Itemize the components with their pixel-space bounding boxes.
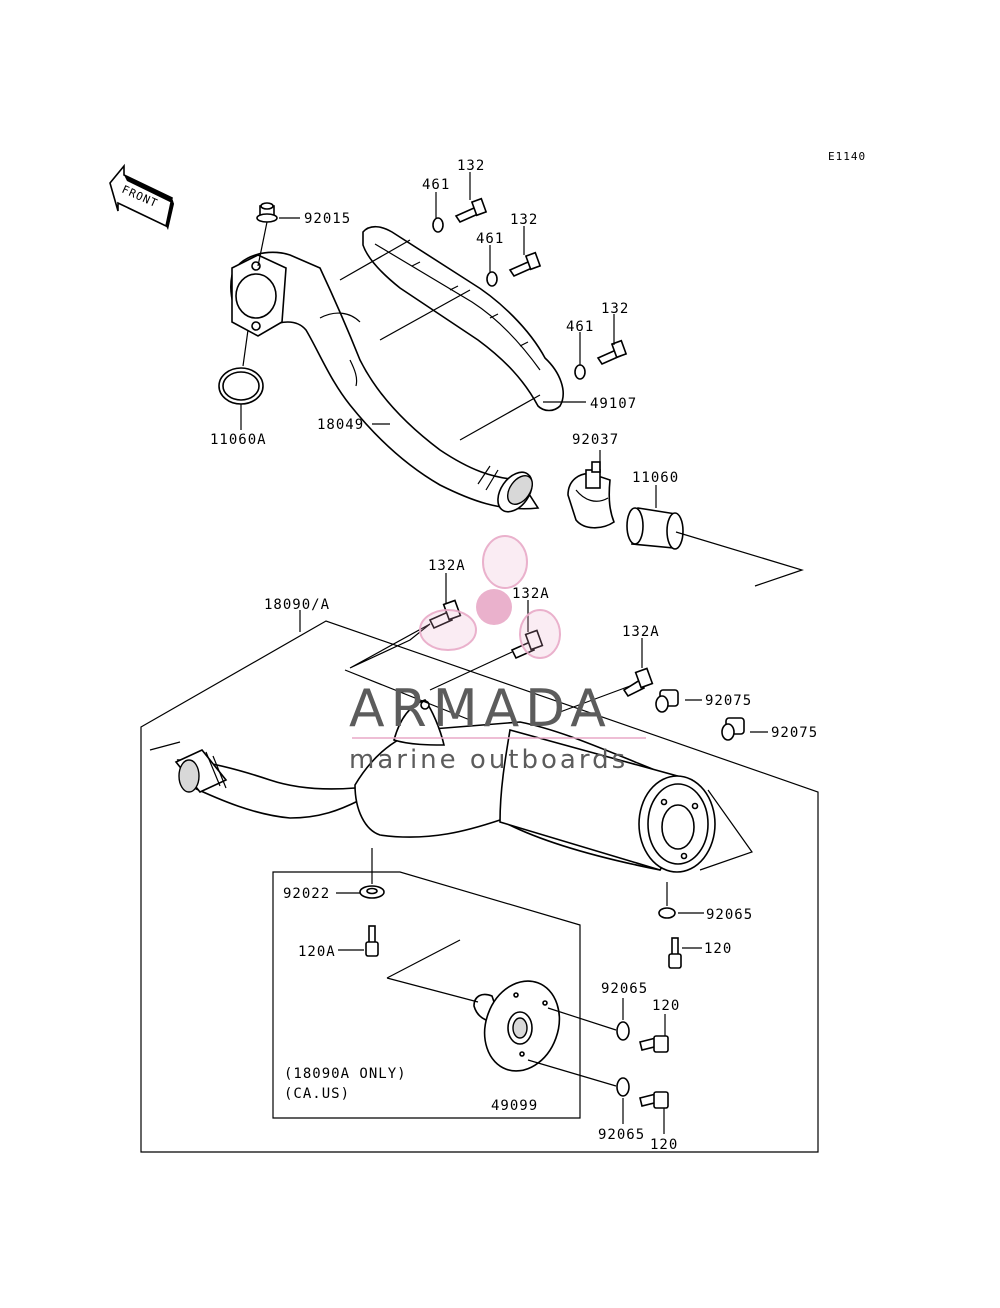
assembly-box-18090A-only bbox=[272, 871, 581, 1119]
label-92022: 92022 bbox=[283, 886, 330, 902]
label-11060A: 11060A bbox=[210, 432, 267, 448]
clamp-92037 bbox=[567, 461, 615, 529]
washer-461-b bbox=[486, 271, 498, 287]
label-92065-c: 92065 bbox=[598, 1127, 645, 1143]
bolt-120-a bbox=[668, 937, 682, 969]
gasket-11060A bbox=[218, 367, 264, 405]
label-132-b: 132 bbox=[510, 212, 538, 228]
label-92065-b: 92065 bbox=[601, 981, 648, 997]
part-labels: 92015 461 132 461 132 461 132 49107 1106… bbox=[210, 158, 818, 1153]
bolt-120-c bbox=[639, 1091, 669, 1109]
plug-92075-b bbox=[721, 717, 745, 741]
sleeve-11060 bbox=[626, 507, 684, 550]
note-line-2: (CA.US) bbox=[284, 1086, 350, 1102]
label-92015: 92015 bbox=[304, 211, 351, 227]
heat-guard-49107 bbox=[362, 225, 564, 412]
watermark-logo-icon bbox=[419, 535, 561, 659]
upper-leader-lines bbox=[240, 172, 804, 587]
label-461-c: 461 bbox=[566, 319, 594, 335]
bolt-132-c bbox=[596, 339, 628, 366]
label-132A-2: 132A bbox=[512, 586, 550, 602]
nut-92015 bbox=[256, 202, 278, 223]
label-92037: 92037 bbox=[572, 432, 619, 448]
exhaust-pipe-18049 bbox=[230, 251, 540, 513]
label-120-b: 120 bbox=[652, 998, 680, 1014]
label-132-c: 132 bbox=[601, 301, 629, 317]
washer-92022 bbox=[359, 885, 385, 899]
lower-leader-lines bbox=[149, 573, 768, 1134]
label-132A-1: 132A bbox=[428, 558, 466, 574]
label-18049: 18049 bbox=[317, 417, 364, 433]
label-461-a: 461 bbox=[422, 177, 450, 193]
label-49107: 49107 bbox=[590, 396, 637, 412]
bolt-120-b bbox=[639, 1035, 669, 1053]
bolt-132A-3 bbox=[622, 667, 654, 698]
washer-461-c bbox=[574, 364, 586, 380]
muffler-18090A bbox=[174, 699, 716, 873]
label-11060: 11060 bbox=[632, 470, 679, 486]
washer-92065-a bbox=[658, 907, 676, 919]
label-92065-a: 92065 bbox=[706, 907, 753, 923]
plug-92075-a bbox=[655, 689, 679, 713]
front-arrow-icon: FRONT bbox=[109, 163, 174, 230]
label-132A-3: 132A bbox=[622, 624, 660, 640]
label-92075-b: 92075 bbox=[771, 725, 818, 741]
watermark-tagline: marine outboards bbox=[349, 745, 628, 775]
washer-92065-b bbox=[616, 1021, 630, 1041]
assembly-box-18090A bbox=[140, 620, 819, 1153]
bolt-132-a bbox=[454, 197, 488, 224]
label-92075-a: 92075 bbox=[705, 693, 752, 709]
washer-92065-c bbox=[616, 1077, 630, 1097]
label-49099: 49099 bbox=[491, 1098, 538, 1114]
bolt-120A bbox=[365, 925, 379, 957]
watermark-brand: ARMADA bbox=[349, 679, 612, 739]
label-120-a: 120 bbox=[704, 941, 732, 957]
label-461-b: 461 bbox=[476, 231, 504, 247]
washer-461-a bbox=[432, 217, 444, 233]
label-132-a: 132 bbox=[457, 158, 485, 174]
label-120A: 120A bbox=[298, 944, 336, 960]
spark-arrester-49099 bbox=[473, 980, 561, 1072]
bolt-132A-2 bbox=[510, 629, 544, 660]
label-18090A: 18090/A bbox=[264, 597, 330, 613]
bolt-132-b bbox=[508, 251, 542, 278]
diagram-code: E1140 bbox=[828, 150, 866, 163]
note-line-1: (18090A ONLY) bbox=[284, 1066, 407, 1082]
label-120-c: 120 bbox=[650, 1137, 678, 1153]
